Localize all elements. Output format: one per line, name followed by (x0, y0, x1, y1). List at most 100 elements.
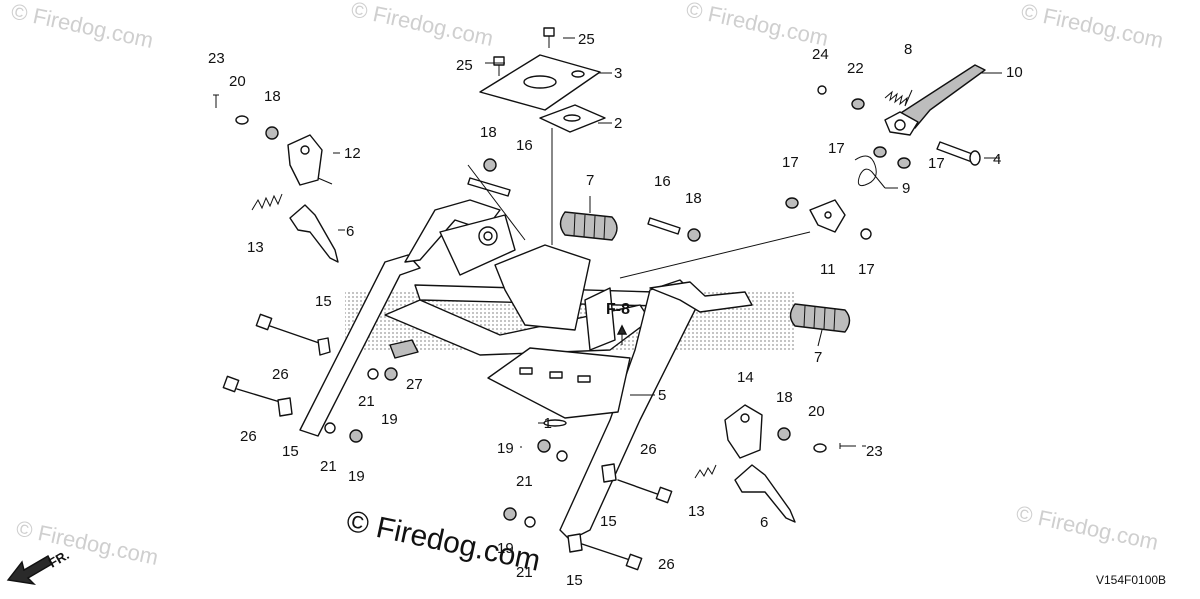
callout-17a: 17 (782, 154, 799, 171)
callout-26a: 26 (272, 366, 289, 383)
cotter-pin-part-23-left (213, 94, 219, 108)
watermark-text: © Firedog.com (9, 0, 156, 53)
callout-5: 5 (658, 387, 666, 404)
plate-part-2 (539, 104, 606, 133)
callout-13b: 13 (688, 503, 705, 520)
callout-21d: 21 (516, 564, 533, 581)
callout-leaders (333, 37, 1002, 448)
callout-2: 2 (614, 115, 622, 132)
washer-part-21-d (524, 516, 536, 528)
callout-6b: 6 (760, 514, 768, 531)
pin-part-4 (936, 141, 981, 166)
nut-part-19-b (349, 429, 363, 443)
callout-25a: 25 (578, 31, 595, 48)
bracket-part-12 (287, 134, 333, 186)
callout-14: 14 (737, 369, 754, 386)
spring-part-13-right (694, 464, 717, 479)
callout-23a: 23 (208, 50, 225, 67)
nut-part-17-d (860, 228, 872, 240)
callout-18b: 18 (480, 124, 497, 141)
nut-part-19-a (384, 367, 398, 381)
callout-17c: 17 (928, 155, 945, 172)
watermark-text: © Firedog.com (14, 515, 161, 570)
nut-part-19-d (503, 507, 517, 521)
front-direction-indicator: FR. (6, 547, 72, 586)
nut-part-17-a (873, 146, 887, 158)
nut-part-22 (851, 98, 865, 110)
bolt-part-26-d (581, 543, 643, 571)
watermark-text: © Firedog.com (349, 0, 496, 51)
clip-part-15-b (277, 397, 293, 417)
callout-21c: 21 (516, 473, 533, 490)
bolt-part-16-a (467, 177, 511, 197)
bolt-part-16-b (647, 217, 681, 235)
washer-part-21-a (367, 368, 379, 380)
cable-lines (467, 128, 811, 279)
clip-part-24 (817, 85, 827, 95)
callout-18a: 18 (264, 88, 281, 105)
callout-17d: 17 (858, 261, 875, 278)
callout-11: 11 (820, 261, 836, 278)
clip-part-15-c (601, 463, 617, 483)
callout-18d: 18 (776, 389, 793, 406)
callout-15a: 15 (315, 293, 332, 310)
front-arrow-icon (6, 555, 53, 586)
callout-19b: 19 (348, 468, 365, 485)
nut-part-18-c (687, 228, 701, 242)
callout-23b: 23 (866, 443, 883, 460)
callout-20b: 20 (808, 403, 825, 420)
callout-15d: 15 (566, 572, 583, 589)
callout-26c: 26 (640, 441, 657, 458)
callout-9: 9 (902, 180, 910, 197)
spring-part-9 (854, 155, 886, 189)
callout-16b: 16 (654, 173, 671, 190)
callout-12: 12 (344, 145, 361, 162)
callout-18c: 18 (685, 190, 702, 207)
lever-part-11 (809, 199, 846, 233)
nut-part-20-right (813, 443, 827, 453)
nut-part-18-b (483, 158, 497, 172)
callout-7b: 7 (814, 349, 822, 366)
callout-10: 10 (1006, 64, 1023, 81)
nut-part-18-d (777, 427, 791, 441)
callout-16a: 16 (516, 137, 533, 154)
callout-21b: 21 (320, 458, 337, 475)
nut-part-17-b (897, 157, 911, 169)
lever-part-10 (884, 64, 986, 136)
callout-3: 3 (614, 65, 622, 82)
nut-part-19-c (537, 439, 551, 453)
callout-19c: 19 (497, 440, 514, 457)
callout-19a: 19 (381, 411, 398, 428)
callout-24: 24 (812, 46, 829, 63)
spring-part-8 (884, 89, 913, 107)
callout-20a: 20 (229, 73, 246, 90)
nut-part-18-a (265, 126, 279, 140)
clip-part-15-d (567, 533, 583, 553)
callout-27: 27 (406, 376, 423, 393)
watermark-text: © Firedog.com (1019, 0, 1166, 53)
callout-1: 1 (544, 415, 552, 432)
lever-part-6-left (289, 204, 339, 263)
bolt-part-26-c (617, 479, 673, 504)
bolt-part-25 (493, 27, 555, 76)
lever-part-6-right (734, 464, 796, 523)
spring-part-13-left (251, 193, 283, 211)
nuts-and-washers (235, 85, 911, 528)
grip-part-7-right (789, 303, 851, 333)
nut-part-20-left (235, 115, 249, 125)
cotter-pin-part-23-right (839, 443, 856, 449)
collar-part-27 (389, 339, 419, 359)
callout-25b: 25 (456, 57, 473, 74)
callout-6a: 6 (346, 223, 354, 240)
clip-part-15-a (317, 337, 331, 356)
reference-f8: F-8 (606, 301, 630, 345)
washer-part-21-b (324, 422, 336, 434)
washer-part-21-c (556, 450, 568, 462)
top-plate-part-3 (479, 54, 601, 111)
callout-7a: 7 (586, 172, 594, 189)
callout-21a: 21 (358, 393, 375, 410)
grip-part-7-left (559, 211, 618, 241)
callout-13a: 13 (247, 239, 264, 256)
